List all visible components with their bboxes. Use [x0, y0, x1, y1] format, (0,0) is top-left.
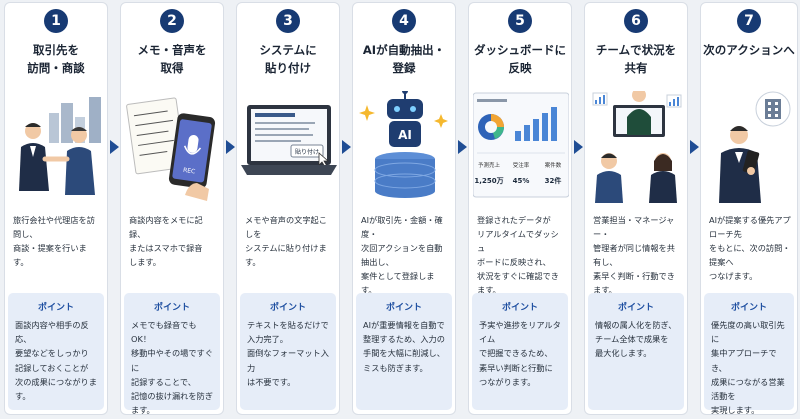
- point-box: ポイント 情報の属人化を防ぎ、 チーム全体で成果を 最大化します。: [588, 293, 684, 410]
- point-label: ポイント: [730, 303, 767, 313]
- step-title: メモ・音声を 取得: [137, 43, 207, 75]
- rec-label: REC: [183, 167, 196, 176]
- step-number-badge: 5: [508, 9, 532, 33]
- arrow-right-icon: [690, 140, 699, 154]
- point-box: ポイント テキストを貼るだけで 入力完了。 面倒なフォーマット入力 は不要です。: [240, 293, 336, 410]
- step-number-badge: 4: [392, 9, 416, 33]
- step-card-7: 7 次のアクションへ AIが提案する優先アプローチ先 をもとに、次の訪問・提案へ…: [700, 2, 798, 415]
- step-description: 営業担当・マネージャー・ 管理者が同じ情報を共有し、 素早く判断・行動できます。: [593, 215, 675, 295]
- memo-and-phone-illustration: REC: [125, 91, 221, 203]
- point-label: ポイント: [153, 303, 190, 313]
- kpi-value: 32件: [545, 176, 562, 185]
- next-action-illustration: [705, 91, 795, 203]
- point-box: ポイント 優先度の高い取引先に 集中アプローチでき、 成果につながる営業活動を …: [704, 293, 794, 414]
- step-card-3: 3 システムに 貼り付け 貼り付け メモや音声の文字起こしを システムに貼り付け…: [236, 2, 340, 415]
- kpi-label: 案件数: [545, 161, 562, 169]
- arrow-right-icon: [342, 140, 351, 154]
- step-description: メモや音声の文字起こしを システムに貼り付けます。: [245, 215, 327, 267]
- point-label: ポイント: [37, 303, 74, 313]
- step-card-4: 4 AIが自動抽出・ 登録 AI AIが取引先・金額・確度・ 次回アクションを自…: [352, 2, 456, 415]
- arrow-right-icon: [110, 140, 119, 154]
- step-title: 次のアクションへ: [703, 43, 795, 57]
- point-text: 優先度の高い取引先に 集中アプローチでき、 成果につながる営業活動を 実現します…: [711, 320, 785, 415]
- step-card-1: 1 取引先を 訪問・商談 旅行会社や代理店を訪問し、 商談・提案を行います。 ポ…: [4, 2, 108, 415]
- arrow-right-icon: [574, 140, 583, 154]
- step-description: 旅行会社や代理店を訪問し、 商談・提案を行います。: [13, 215, 95, 267]
- point-text: 予実や進捗をリアルタイム で把握できるため、 素早い判断と行動に つながります。: [479, 320, 561, 387]
- kpi-value: 45%: [513, 177, 530, 185]
- point-label: ポイント: [385, 303, 422, 313]
- dashboard-illustration: 予測売上 1,250万 受注率 45% 案件数 32件: [472, 91, 570, 203]
- business-meeting-illustration: [9, 91, 105, 203]
- ai-label: AI: [398, 128, 412, 142]
- step-description: AIが提案する優先アプローチ先 をもとに、次の訪問・提案へ つなげます。: [709, 215, 791, 281]
- step-number-badge: 6: [624, 9, 648, 33]
- step-title: チームで状況を 共有: [595, 43, 677, 75]
- step-card-6: 6 チームで状況を 共有: [584, 2, 688, 415]
- point-text: AIが重要情報を自動で 整理するため、入力の 手間を大幅に削減し、 ミスも防ぎま…: [363, 320, 445, 373]
- point-label: ポイント: [269, 303, 306, 313]
- kpi-value: 1,250万: [474, 177, 503, 185]
- step-number-badge: 7: [737, 9, 761, 33]
- point-text: メモでも録音でもOK！ 移動中やその場ですぐに 記録することで、 記憶の抜け漏れ…: [131, 320, 213, 415]
- step-number-badge: 1: [44, 9, 68, 33]
- step-number-badge: 2: [160, 9, 184, 33]
- arrow-right-icon: [458, 140, 467, 154]
- step-title: ダッシュボードに 反映: [474, 43, 566, 75]
- kpi-label: 予測売上: [478, 161, 501, 169]
- team-sharing-illustration: [589, 88, 685, 203]
- step-description: AIが取引先・金額・確度・ 次回アクションを自動抽出し、 案件として登録します。: [361, 215, 443, 295]
- point-text: テキストを貼るだけで 入力完了。 面倒なフォーマット入力 は不要です。: [247, 320, 329, 387]
- paste-button: 貼り付け: [295, 148, 319, 156]
- point-label: ポイント: [617, 303, 654, 313]
- step-title: 取引先を 訪問・商談: [27, 43, 85, 75]
- point-text: 面談内容や相手の反応、 要望などをしっかり 記録しておくことが 次の成果につなが…: [15, 320, 97, 402]
- laptop-paste-illustration: 貼り付け: [241, 91, 337, 203]
- point-box: ポイント 面談内容や相手の反応、 要望などをしっかり 記録しておくことが 次の成…: [8, 293, 104, 410]
- step-card-5: 5 ダッシュボードに 反映 予測売上 1,250万 受注率 45% 案件: [468, 2, 572, 415]
- arrow-right-icon: [226, 140, 235, 154]
- step-title: システムに 貼り付け: [259, 43, 317, 75]
- point-box: ポイント メモでも録音でもOK！ 移動中やその場ですぐに 記録することで、 記憶…: [124, 293, 220, 414]
- step-card-2: 2 メモ・音声を 取得 REC: [120, 2, 224, 415]
- ai-robot-database-illustration: AI: [357, 88, 453, 203]
- point-text: 情報の属人化を防ぎ、 チーム全体で成果を 最大化します。: [595, 320, 677, 359]
- kpi-label: 受注率: [513, 161, 530, 169]
- step-number-badge: 3: [276, 9, 300, 33]
- point-label: ポイント: [501, 303, 538, 313]
- step-title: AIが自動抽出・ 登録: [362, 43, 446, 75]
- step-description: 登録されたデータが リアルタイムでダッシュ ボードに反映され、 状況をすぐに確認…: [477, 215, 559, 295]
- point-box: ポイント AIが重要情報を自動で 整理するため、入力の 手間を大幅に削減し、 ミ…: [356, 293, 452, 410]
- step-description: 商談内容をメモに記録、 またはスマホで録音 します。: [129, 215, 203, 267]
- point-box: ポイント 予実や進捗をリアルタイム で把握できるため、 素早い判断と行動に つな…: [472, 293, 568, 410]
